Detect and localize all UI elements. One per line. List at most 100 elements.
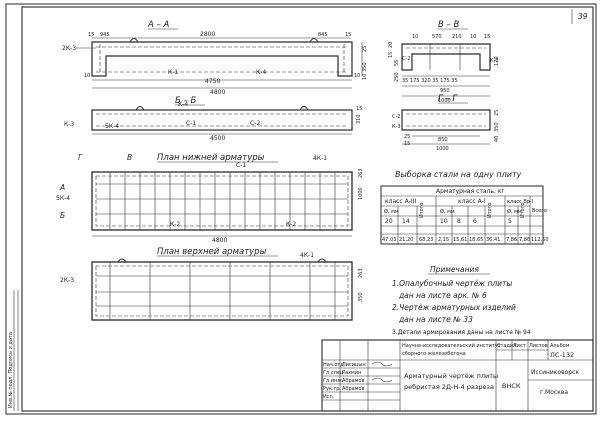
total-header: Всего (532, 208, 547, 214)
label-vv-c2: С-2 (402, 56, 410, 62)
city-line-2: г.Москва (540, 389, 568, 396)
section-bb-title: Б – Б (175, 96, 196, 106)
notes: Примечания 1.Опалубочный чертёж плиты да… (392, 265, 531, 336)
dim-aa-end-right: 10 (354, 73, 360, 79)
label-gg-c2: С-2 (392, 114, 400, 120)
diam-a1: Ø, мм (440, 208, 455, 215)
section-bb: Б – Б 4500 310 15 К-4 С-1 С-2 К-3 5К-4 (64, 96, 362, 142)
dim-aa-overall: 4800 (210, 89, 225, 96)
note-2b: дан на листе № 33 (398, 315, 473, 324)
v-a3-2: 21,20 (399, 237, 413, 243)
dim-bb-inner: 4500 (210, 135, 225, 142)
sum-header-3: Итого (520, 203, 526, 218)
label-k4: К-4 (256, 69, 266, 76)
plan-lower: План нижней арматуры Г В А Б 4К-1 С-1 К-… (56, 153, 364, 244)
position-4: Рук.гр. (323, 386, 341, 392)
class-a3: класс А-III (385, 198, 416, 205)
dim-vv-s3: 55 (394, 60, 400, 66)
label-k3-bb: К-3 (64, 121, 74, 128)
dim-bb-h2: 15 (356, 106, 362, 112)
mark-g: Г (78, 153, 83, 162)
project-title: Арматурный чертёж плиты (404, 372, 498, 380)
left-stamp: Инв.№ подл. Подпись и дата (8, 290, 19, 411)
dim-plan-side: 263 (358, 168, 364, 178)
section-vv: В – В 570 10 210 10 15 35 175 320 35 175… (388, 20, 500, 104)
section-gg-title: Г – Г (438, 94, 458, 104)
dim-vv-row: 35 175 320 35 175 35 (402, 78, 458, 84)
name-2: Рахмин (342, 370, 361, 376)
dim-plan-w: 1000 (358, 187, 364, 200)
org-line-2: сборного железобетона (402, 351, 466, 357)
dim-aa-r2: 350 (362, 62, 368, 72)
class-a1: класс А-I (458, 198, 486, 205)
v-a1-3: 18,65 (469, 237, 483, 243)
dim-aa-r1: 25 (362, 46, 368, 52)
label-k2b: К-2 (286, 221, 296, 228)
dim-vv-top: 570 (432, 34, 442, 40)
name-3: Абрамов (342, 378, 365, 384)
sheet-number: 39 (578, 12, 588, 21)
sheets-header: Листов (529, 343, 548, 349)
dim-vv-10a: 10 (412, 34, 418, 40)
label-4k1: 4К-1 (313, 155, 327, 162)
position-1: Нач.отд. (323, 362, 346, 368)
section-aa: А – А 2800 945 845 15 15 4750 4800 10 10… (62, 20, 368, 96)
note-3: 3.Детали армирования даны на листе № 94 (392, 329, 531, 336)
dim-aa-15b: 15 (345, 32, 351, 38)
section-aa-title: А – А (147, 20, 169, 30)
signature-1 (371, 361, 393, 367)
class-vr1: класс Вр-I (507, 199, 533, 205)
dim-aa-end-left: 10 (84, 73, 90, 79)
note-2a: 2.Чертёж арматурных изделий (392, 303, 516, 312)
d-a1-2: 8 (457, 218, 461, 225)
notes-heading: Примечания (430, 265, 479, 274)
mark-v: В (127, 153, 132, 162)
stage-header: Стадия (497, 343, 516, 349)
v-total: 112,50 (531, 237, 549, 243)
label-c1-bb: С-1 (186, 120, 196, 127)
sheet-header: Лист (513, 343, 526, 349)
name-4: Абрамов (342, 386, 365, 392)
label-vv-k3: К-3 (490, 58, 499, 64)
mark-b: Б (60, 211, 65, 220)
side-stamp-text: Инв.№ подл. Подпись и дата (8, 332, 14, 408)
label-k4-bb: К-4 (178, 101, 188, 108)
dim-gg-1000: 1000 (436, 146, 449, 152)
dim-gg-r2: 350 (494, 122, 500, 132)
dim-plan-len: 4800 (212, 237, 227, 244)
dim-vv-1000: 1000 (438, 98, 451, 104)
plan-lower-title: План нижней арматуры (157, 153, 265, 163)
org-code: ВНСК (502, 382, 521, 390)
v-a3-1: 47,03 (382, 237, 396, 243)
dim-aa-right-mid: 845 (318, 32, 328, 38)
note-1a: 1.Опалубочный чертёж плиты (392, 279, 512, 288)
steel-title: Выборка стали на одну плиту (395, 170, 522, 179)
d-a3-1: 20 (385, 218, 393, 225)
label-5k4-bb: 5К-4 (105, 123, 119, 130)
position-2: Гл.спец. (323, 370, 345, 376)
dim-aa-left-mid: 945 (100, 32, 110, 38)
label-2k3: 2К-3 (62, 45, 76, 52)
dim-vv-s2: 15 (388, 52, 394, 58)
mark-a: А (59, 183, 65, 192)
section-vv-title: В – В (438, 20, 459, 30)
position-5: Исп. (323, 394, 335, 400)
d-a3-2: 14 (402, 218, 410, 225)
dim-gg-25: 25 (404, 134, 410, 140)
album-label: Альбом (550, 343, 570, 349)
v-vr1-1: 7,86 (506, 237, 517, 243)
dim-vv-15: 15 (484, 34, 490, 40)
d-a1-3: 6 (473, 218, 477, 225)
signature-2 (371, 377, 393, 383)
label-c1-plan: С-1 (236, 162, 246, 169)
album-code: ЛС-132 (550, 351, 574, 359)
city-line-1: Иссиниковорск (531, 369, 579, 376)
plan-upper: План верхней арматуры 4К-1 2К-3 350 263 (60, 247, 364, 321)
name-1: Лисицын (342, 362, 366, 368)
label-4k1b: 4К-1 (300, 252, 314, 259)
steel-sub: Арматурная сталь, кг (436, 188, 505, 195)
label-gg-k3: К-3 (392, 124, 401, 130)
dim-vv-950: 950 (440, 88, 450, 94)
